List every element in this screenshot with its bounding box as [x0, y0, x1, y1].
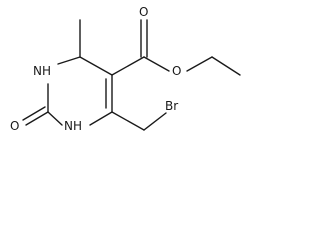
bond-ester-c-o-ether — [143, 56, 170, 72]
atom-o-ester-ether: O — [172, 64, 181, 78]
atom-o-ring-carbonyl: O — [10, 119, 19, 133]
atom-br: Br — [165, 99, 178, 113]
bond-c6-ch2 — [111, 111, 145, 131]
bond-o-ethyl-ch2 — [186, 56, 213, 72]
bond-c2-o-double — [22, 106, 46, 121]
bond-c2-o — [25, 111, 49, 126]
bond-c5-ester-c — [111, 56, 145, 76]
bond-c4-c5 — [79, 56, 113, 76]
bond-ch2-br — [143, 112, 167, 131]
bond-ethyl-ch2-ch3 — [211, 56, 241, 76]
molecule-diagram: NH NH O O O Br — [10, 5, 241, 133]
atom-nh-lower: NH — [64, 119, 82, 133]
bond-n1-c2 — [47, 111, 63, 126]
atom-nh-upper: NH — [33, 64, 51, 78]
bond-c6-n1 — [89, 111, 113, 126]
atom-o-ester-carbonyl: O — [139, 5, 148, 19]
bond-n3-c4 — [57, 56, 81, 65]
